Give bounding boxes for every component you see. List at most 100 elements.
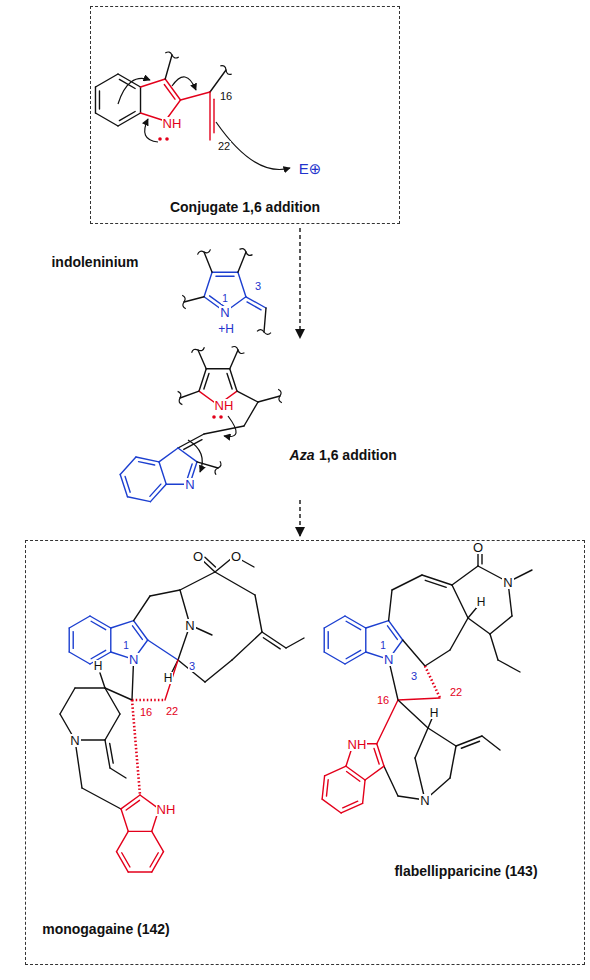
bond [227, 373, 232, 389]
atom-label: NH [162, 117, 183, 130]
hashed-bond [132, 699, 165, 702]
bond [105, 714, 120, 740]
bond [237, 391, 258, 402]
bond [238, 272, 246, 297]
atom-label: NH [156, 803, 177, 816]
bond [230, 350, 238, 369]
atom-number: 16 [219, 91, 233, 102]
bond [244, 402, 258, 426]
bond [150, 590, 180, 596]
bond [75, 740, 82, 788]
bond [346, 621, 361, 629]
wavy-bond [215, 461, 221, 474]
reaction-arrow [299, 500, 301, 536]
bond [75, 687, 105, 688]
bond [374, 748, 379, 764]
bond [377, 700, 398, 744]
bond [178, 660, 205, 682]
atom-label: N [128, 653, 139, 666]
bond [110, 768, 126, 778]
bond [258, 396, 280, 402]
atom-label: NH [214, 399, 235, 412]
bond [164, 84, 175, 99]
bond [82, 788, 121, 809]
bond [452, 566, 478, 585]
bond [324, 652, 345, 664]
atom-label: N [184, 619, 195, 632]
bond [126, 800, 139, 810]
bond [232, 632, 262, 660]
bond [139, 462, 155, 465]
atom-label: N [383, 653, 394, 666]
atom-number: 16 [139, 707, 153, 718]
wavy-bond [182, 295, 186, 309]
atom-label: N [219, 306, 230, 319]
bond [238, 252, 246, 272]
bond [180, 572, 215, 590]
bond [263, 638, 280, 649]
bond [184, 297, 204, 302]
bond [120, 474, 127, 496]
bond [347, 772, 360, 782]
bond [178, 448, 197, 462]
bond [204, 272, 212, 297]
atom-number: 3 [254, 281, 262, 292]
atom-label: H [93, 660, 104, 672]
bond [398, 698, 440, 700]
bond [60, 688, 75, 714]
bond [150, 853, 158, 867]
bond [95, 87, 96, 113]
bond [387, 626, 397, 640]
wavy-bond [178, 391, 183, 404]
atom-number: 22 [449, 687, 463, 698]
reaction-arrow [299, 228, 301, 338]
atom-label: +H [217, 323, 235, 335]
bond [468, 618, 490, 634]
bond [91, 621, 106, 629]
wavy-bond [240, 249, 253, 256]
bond [204, 373, 209, 389]
bond [428, 728, 456, 746]
bond [205, 660, 232, 682]
bond [99, 91, 100, 109]
bond [398, 700, 428, 728]
bond [216, 276, 234, 277]
bond [148, 640, 178, 660]
step-label: 1,6 addition [318, 448, 398, 462]
bond [365, 628, 366, 652]
bond [498, 660, 520, 672]
bond [110, 743, 114, 763]
atom-label: N [184, 478, 195, 491]
bond [134, 596, 150, 621]
bond [215, 572, 255, 595]
bond [247, 302, 261, 310]
bond [100, 673, 105, 688]
bond [365, 766, 384, 780]
curved-arrow [172, 77, 196, 90]
bond [213, 99, 214, 133]
bond [105, 688, 132, 700]
bond [73, 632, 74, 649]
bond [346, 650, 361, 658]
curved-arrow [216, 122, 290, 170]
bond [121, 809, 128, 831]
bond [140, 87, 141, 113]
bond [184, 440, 202, 450]
bond [117, 831, 129, 851]
atom-number: 22 [165, 706, 179, 717]
atom-label: O [230, 550, 242, 563]
bond [425, 650, 450, 666]
curved-arrow [145, 119, 158, 142]
bond [322, 776, 324, 799]
bond [384, 766, 398, 796]
atom-number: 3 [410, 671, 418, 682]
bond [324, 616, 345, 628]
bond [490, 634, 498, 660]
bond [165, 55, 172, 79]
bond [363, 780, 365, 803]
wavy-bond [198, 249, 211, 254]
bond [415, 728, 428, 758]
bond [127, 497, 150, 502]
bond [150, 484, 166, 501]
